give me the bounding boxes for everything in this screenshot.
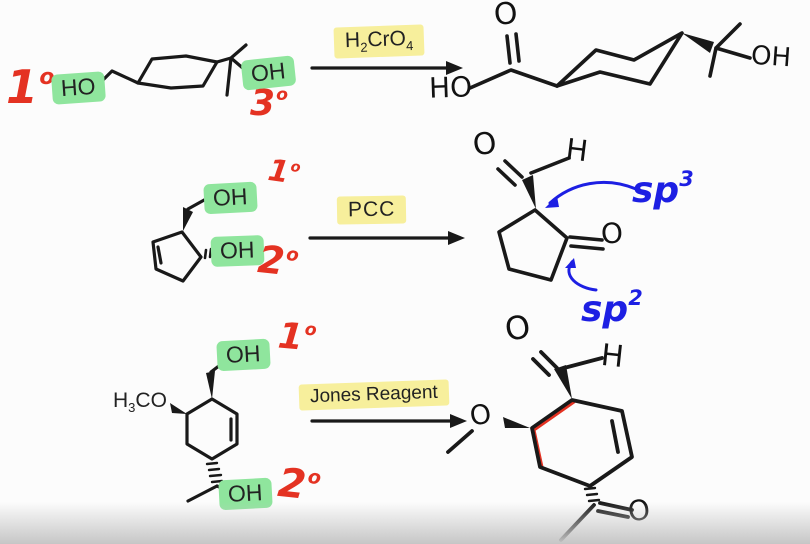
cyclopentane-ring bbox=[497, 208, 569, 282]
bond bbox=[708, 22, 752, 78]
product1-oh-label: OH bbox=[750, 40, 793, 74]
formula-subscript: 3 bbox=[128, 400, 136, 416]
formula-part: CO bbox=[135, 389, 167, 412]
formula-part: CrO bbox=[366, 27, 407, 52]
degree-label-primary-2: 1o bbox=[265, 153, 302, 191]
product-1-structure bbox=[468, 22, 752, 90]
double-bond bbox=[568, 235, 605, 251]
product2-aldehyde-o-label: O bbox=[470, 125, 499, 164]
product3-aldehyde-o-label: O bbox=[501, 307, 534, 349]
arrow-head bbox=[448, 231, 465, 245]
degree-label-secondary-3: 2o bbox=[276, 460, 323, 509]
degree-number: 1 bbox=[276, 315, 305, 359]
double-bond-inner bbox=[610, 419, 620, 454]
double-bond bbox=[531, 350, 559, 377]
degree-number: 2 bbox=[255, 237, 287, 284]
product3-aldehyde-h-label: H bbox=[599, 337, 626, 376]
degree-label-primary-3: 1o bbox=[276, 315, 318, 359]
degree-label-secondary-2: 2o bbox=[255, 237, 300, 284]
cyclohexene-ring bbox=[530, 398, 634, 488]
reaction-arrow-3 bbox=[310, 414, 467, 428]
double-bond-inner bbox=[156, 245, 163, 265]
sp2-annotation-label: sp2 bbox=[581, 288, 643, 330]
wedge-bond bbox=[170, 403, 187, 414]
reactant3-oh-top-label: OH bbox=[216, 338, 271, 372]
reactant1-ho-label: HO bbox=[51, 71, 106, 105]
degree-number: 3 bbox=[250, 83, 276, 124]
canvas-bottom-shade bbox=[0, 502, 810, 544]
bond bbox=[446, 429, 474, 454]
reactant2-oh-bottom-label: OH bbox=[210, 235, 265, 267]
degree-label-primary-1: 1o bbox=[6, 64, 55, 110]
bond bbox=[186, 197, 208, 211]
hybridization-text: sp bbox=[632, 170, 680, 211]
wedge-bond bbox=[503, 417, 530, 428]
double-bond bbox=[505, 32, 521, 65]
product-2-structure bbox=[496, 156, 605, 282]
reaction-arrow-1 bbox=[310, 61, 463, 75]
degree-symbol: o bbox=[39, 65, 55, 91]
degree-number: 1 bbox=[6, 60, 39, 114]
degree-number: 1 bbox=[265, 153, 292, 191]
wedge-bond bbox=[554, 365, 572, 399]
degree-symbol: o bbox=[285, 243, 300, 266]
product2-ketone-o-label: O bbox=[599, 216, 625, 251]
reagent2-pcc-label: PCC bbox=[336, 195, 407, 225]
hash-bond bbox=[205, 461, 224, 484]
formula-part: H bbox=[113, 389, 129, 412]
double-bond bbox=[496, 159, 524, 187]
reactant3-h3co-label: H3CO bbox=[113, 390, 167, 414]
wedge-bond bbox=[682, 33, 714, 53]
cyclohexane-ring bbox=[555, 31, 684, 88]
bond bbox=[468, 68, 559, 90]
sp3-annotation-label: sp3 bbox=[632, 169, 694, 211]
hybridization-superscript: 3 bbox=[679, 167, 694, 192]
product1-carbonyl-o-label: O bbox=[492, 0, 520, 34]
arrow-head bbox=[565, 258, 576, 268]
product2-aldehyde-h-label: H bbox=[564, 131, 590, 169]
reactant2-oh-top-label: OH bbox=[203, 181, 258, 215]
bond bbox=[215, 43, 248, 97]
hybridization-superscript: 2 bbox=[628, 286, 643, 311]
arrow-head bbox=[450, 414, 467, 428]
reactant-1-structure bbox=[96, 43, 248, 97]
degree-label-tertiary-3: 3o bbox=[250, 83, 288, 124]
wedge-bond bbox=[206, 371, 215, 399]
wedge-bond bbox=[522, 175, 536, 209]
arrow-head bbox=[446, 61, 463, 75]
degree-symbol: o bbox=[276, 85, 288, 106]
product1-ho-label: HO bbox=[428, 70, 473, 105]
cyclopentene-ring bbox=[151, 230, 203, 283]
formula-subscript: 4 bbox=[405, 37, 414, 54]
wedge-bond bbox=[183, 207, 193, 231]
sp3-annotation-arrow bbox=[545, 181, 638, 208]
arrow-head bbox=[545, 196, 559, 208]
cyclohexane-ring bbox=[136, 54, 219, 90]
formula-part: H bbox=[344, 28, 361, 53]
reaction-arrow-2 bbox=[308, 231, 465, 245]
hash-bond bbox=[583, 486, 601, 503]
sp2-annotation-arrow bbox=[565, 258, 598, 292]
degree-symbol: o bbox=[306, 464, 323, 489]
reagent1-h2cro4-label: H2CrO4 bbox=[333, 24, 425, 59]
product3-ether-o-label: O bbox=[467, 398, 494, 433]
degree-symbol: o bbox=[289, 158, 302, 177]
reagent3-jones-label: Jones Reagent bbox=[298, 379, 450, 411]
curved-arrow bbox=[548, 181, 638, 205]
bond bbox=[562, 356, 604, 370]
bond bbox=[529, 156, 571, 175]
degree-symbol: o bbox=[303, 320, 318, 342]
hybridization-text: sp bbox=[581, 289, 629, 330]
